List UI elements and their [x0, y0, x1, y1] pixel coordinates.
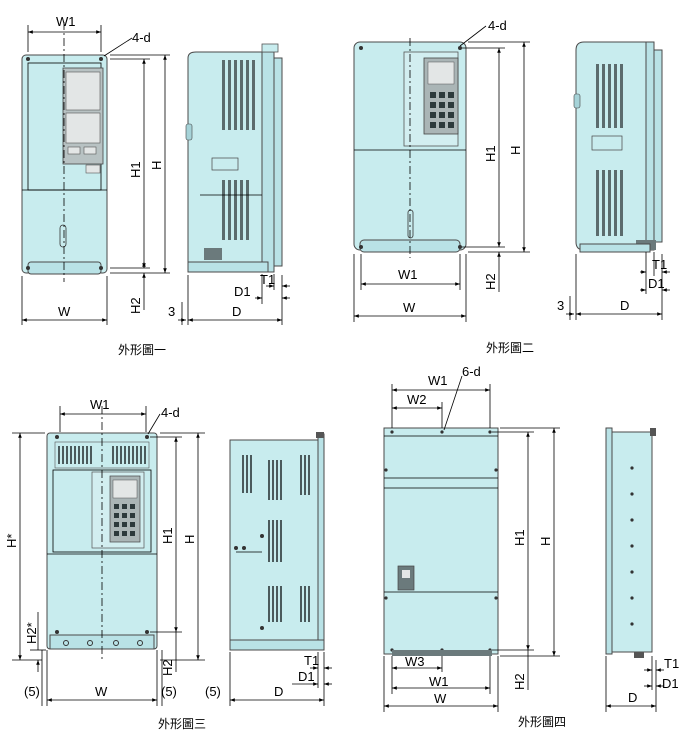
fig2-h-label: H — [508, 146, 523, 155]
fig1-h-label: H — [149, 161, 164, 170]
fig2-w-label: W — [403, 300, 416, 315]
fig3-holes-label: 4-d — [161, 405, 180, 420]
fig2-holes-label: 4-d — [488, 18, 507, 33]
fig3-h2-label: H2 — [160, 659, 175, 676]
fig2-side-view — [573, 41, 663, 253]
fig3-w1-label: W1 — [90, 397, 110, 412]
fig1-side-view — [185, 43, 283, 273]
fig1-holes-label: 4-d — [132, 30, 151, 45]
fig4-d-label: D — [628, 690, 637, 705]
fig3-5-left-label: (5) — [24, 684, 40, 699]
fig2-caption: 外形圖二 — [486, 341, 534, 355]
fig2-3-label: 3 — [557, 298, 564, 313]
fig2-d1-label: D1 — [648, 276, 665, 291]
fig4-front-view — [383, 427, 499, 656]
figure-2: 4-d W1 W H1 H H2 — [353, 18, 670, 355]
fig2-front-view — [353, 38, 467, 258]
figure-1: W1 4-d W H1 H H2 — [21, 14, 290, 357]
fig3-t1-label: T1 — [304, 653, 319, 668]
figure-3: W1 4-d W (5) (5) H* H2* H1 H H2 — [4, 397, 332, 731]
fig3-h1-label: H1 — [160, 527, 175, 544]
fig1-w1-label: W1 — [56, 14, 76, 29]
fig3-5-side-label: (5) — [205, 684, 221, 699]
fig3-5-right-label: (5) — [161, 684, 177, 699]
fig2-d-label: D — [620, 298, 629, 313]
fig3-d-label: D — [274, 684, 283, 699]
fig4-h-label: H — [538, 537, 553, 546]
fig3-front-view — [46, 406, 158, 662]
fig4-side-view — [605, 427, 656, 658]
fig3-hstar-label: H* — [4, 534, 19, 548]
figure-4: W1 W2 6-d W3 W1 W H1 H H2 — [383, 364, 679, 729]
fig3-side-view — [229, 432, 325, 651]
fig4-h2-label: H2 — [512, 673, 527, 690]
fig1-d-label: D — [232, 304, 241, 319]
fig4-caption: 外形圖四 — [518, 715, 566, 729]
fig3-d1-label: D1 — [298, 669, 315, 684]
fig3-h-label: H — [182, 535, 197, 544]
fig4-w-label: W — [434, 691, 447, 706]
fig1-3-label: 3 — [168, 304, 175, 319]
fig1-w-label: W — [58, 304, 71, 319]
fig1-t1-label: T1 — [260, 272, 275, 287]
fig4-d1-label: D1 — [662, 676, 679, 691]
fig1-h1-label: H1 — [128, 161, 143, 178]
fig2-h2-label: H2 — [483, 273, 498, 290]
fig4-holes-label: 6-d — [462, 364, 481, 379]
fig1-front-view — [21, 22, 108, 282]
fig4-t1-label: T1 — [664, 656, 679, 671]
fig4-w2-label: W2 — [407, 392, 427, 407]
fig4-h1-label: H1 — [512, 529, 527, 546]
fig4-w1-bottom-label: W1 — [429, 674, 449, 689]
fig2-w1-label: W1 — [398, 267, 418, 282]
fig3-h2star-label: H2* — [24, 622, 39, 644]
fig3-w-label: W — [95, 684, 108, 699]
fig1-caption: 外形圖一 — [118, 343, 166, 357]
fig2-h1-label: H1 — [483, 145, 498, 162]
fig4-w1-top-label: W1 — [428, 373, 448, 388]
fig3-caption: 外形圖三 — [158, 717, 206, 731]
fig4-w3-label: W3 — [405, 654, 425, 669]
fig1-d1-label: D1 — [234, 284, 251, 299]
fig2-t1-label: T1 — [652, 257, 667, 272]
fig1-h2-label: H2 — [128, 297, 143, 314]
